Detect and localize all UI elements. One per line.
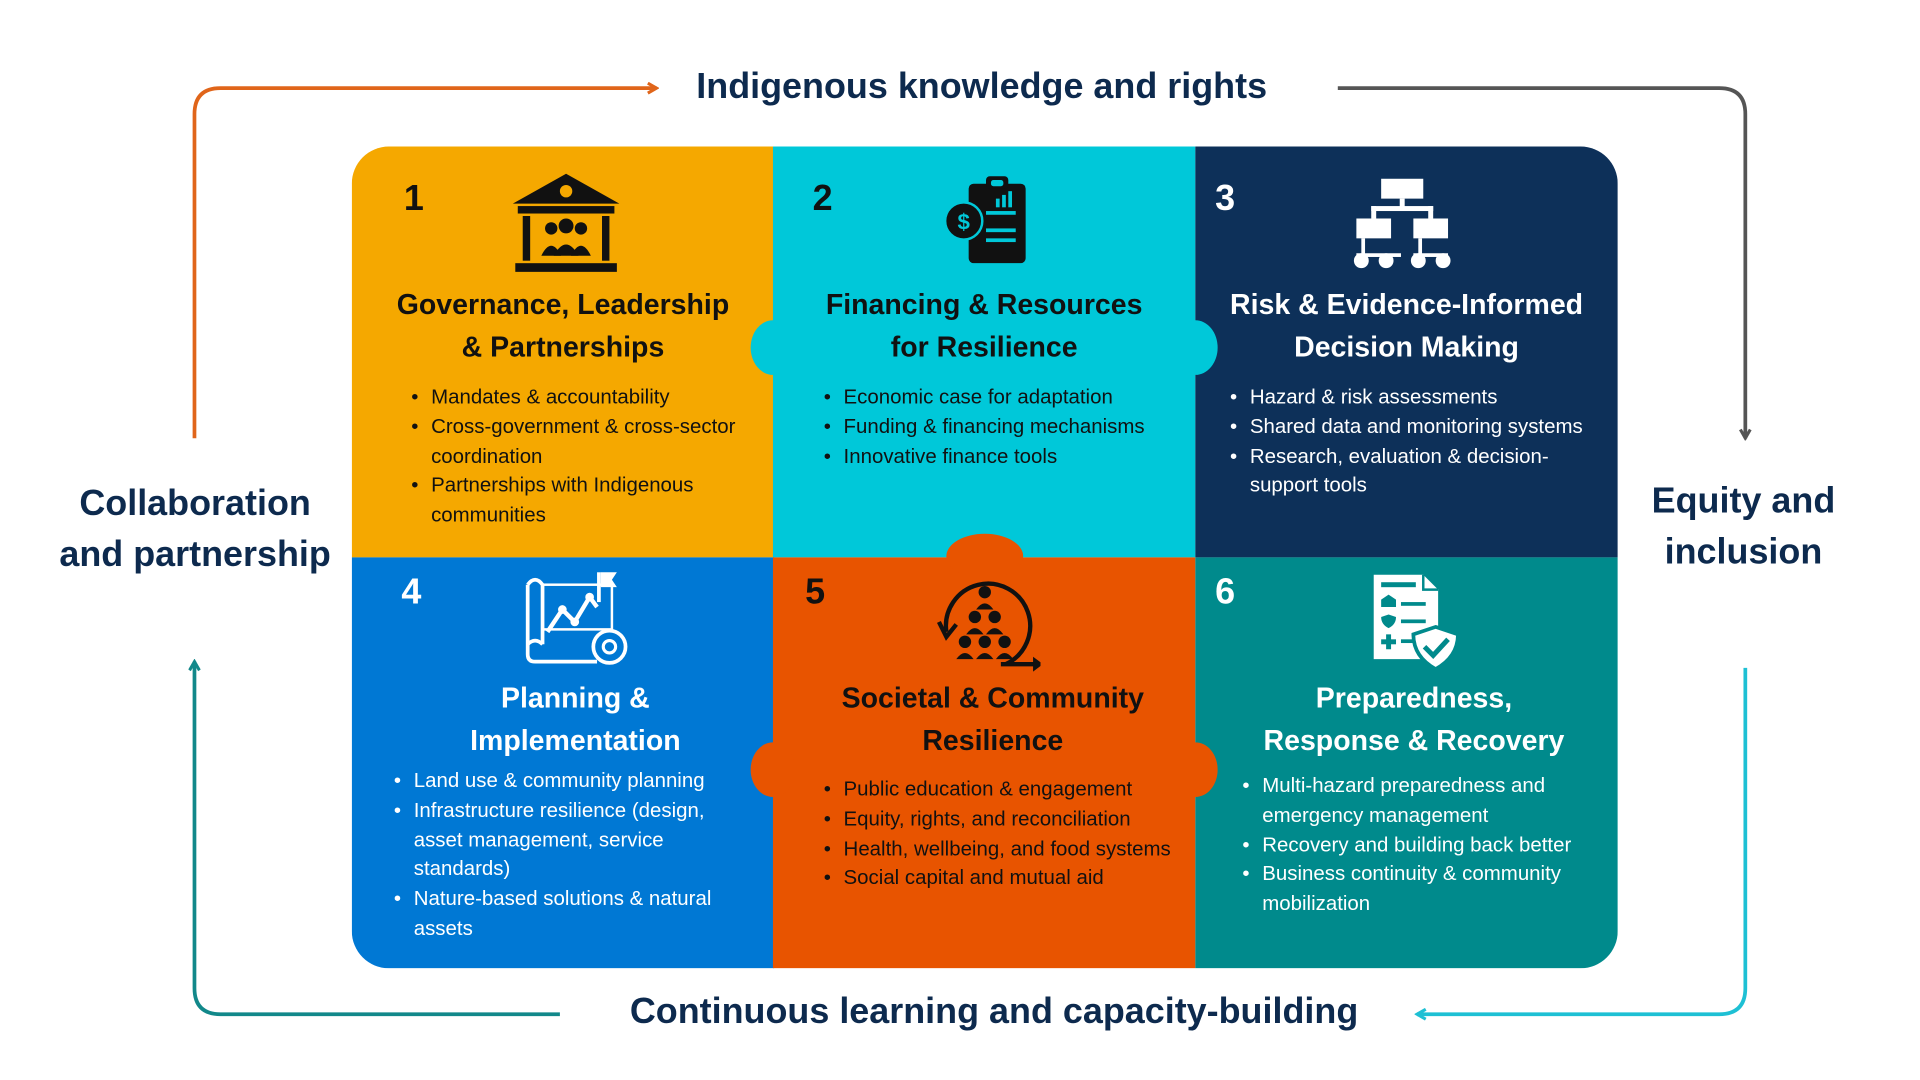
tile-title: Planning & Implementation <box>364 677 786 761</box>
edge-label-right: Equity and inclusion <box>1651 481 1836 573</box>
bullet-item: Partnerships with Indigenous communities <box>409 472 743 531</box>
tile-title-line: Governance, Leadership <box>396 288 730 321</box>
puzzle-grid: 1 Governance, Leadership & Partnerships <box>351 146 1618 969</box>
tile-title-line: Financing & Resources <box>825 288 1143 321</box>
tile-title: Governance, Leadership & Partnerships <box>352 283 774 367</box>
tile-title-line: Response & Recovery <box>1263 723 1565 757</box>
tile-number: 3 <box>1215 178 1236 219</box>
tile-title-line: Societal & Community <box>841 681 1144 714</box>
bullet-item: Innovative finance tools <box>821 443 1180 473</box>
edge-label-bottom: Continuous learning and capacity-buildin… <box>629 991 1359 1032</box>
tile-title: Risk & Evidence-Informed Decision Making <box>1195 283 1617 367</box>
tile-bullet-list: Multi-hazard preparedness and emergency … <box>1240 772 1599 920</box>
edge-label-top: Indigenous knowledge and rights <box>696 67 1268 107</box>
bullet-item: Public education & engagement <box>821 776 1180 806</box>
tile-title: Preparedness, Response & Recovery <box>1203 677 1618 761</box>
tile-title-line: for Resilience <box>890 330 1078 363</box>
tile-title-line: Resilience <box>922 723 1064 757</box>
bullet-item: Health, wellbeing, and food systems <box>821 835 1180 865</box>
tile-bullet-list: Economic case for adaptation Funding & f… <box>821 384 1180 473</box>
bottom-left-arrow <box>194 662 560 1017</box>
edge-label-left: Collaboration and partnership <box>59 484 331 575</box>
tile-bullet-list: Public education & engagement Equity, ri… <box>821 776 1180 894</box>
tile-number: 5 <box>805 572 826 613</box>
tile-societal: 5 Societal & Community <box>772 557 1196 969</box>
bullet-item: Hazard & risk assessments <box>1228 384 1593 414</box>
tile-governance: 1 Governance, Leadership & Partnerships <box>351 146 775 558</box>
tile-title-line: Preparedness, <box>1315 681 1513 714</box>
hierarchy-chart-icon <box>1353 178 1451 269</box>
bottom-right-arrow <box>1417 667 1748 1014</box>
tile-preparedness: 6 Preparedness, Response & Recovery <box>1195 557 1618 969</box>
tile-bullet-list: Hazard & risk assessments Shared data an… <box>1228 384 1593 502</box>
bullet-item: Shared data and monitoring systems <box>1228 413 1593 443</box>
tile-title: Societal & Community Resilience <box>782 677 1204 761</box>
bullet-item: Cross-government & cross-sector coordina… <box>409 413 743 472</box>
puzzle-tab <box>1173 742 1218 797</box>
tile-title: Financing & Resources for Resilience <box>773 283 1195 367</box>
bullet-item: Land use & community planning <box>391 767 750 797</box>
tile-title-line: Decision Making <box>1294 330 1519 363</box>
bullet-item: Social capital and mutual aid <box>821 864 1180 894</box>
tile-financing: 2 $ Financing & Resources for Resilience… <box>772 146 1196 558</box>
tile-planning: 4 Planning & Implementation Land <box>351 557 775 969</box>
tile-title-line: Implementation <box>470 723 681 757</box>
tile-risk: 3 Risk & Evidence-Informed D <box>1195 146 1618 558</box>
tile-number: 4 <box>401 572 422 613</box>
puzzle-tab <box>946 533 1024 579</box>
bullet-item: Recovery and building back better <box>1240 831 1599 861</box>
tile-bullet-list: Land use & community planning Infrastruc… <box>391 767 750 944</box>
bullet-item: Mandates & accountability <box>409 384 743 414</box>
tile-number: 2 <box>812 178 833 219</box>
tile-number: 1 <box>403 178 424 219</box>
svg-text:$: $ <box>958 210 971 235</box>
top-left-arrow <box>192 88 656 439</box>
bullet-item: Multi-hazard preparedness and emergency … <box>1240 772 1599 831</box>
tile-title-line: Risk & Evidence-Informed <box>1230 288 1584 321</box>
community-cycle-icon <box>936 581 1041 672</box>
government-building-icon <box>512 173 620 272</box>
tile-title-line: & Partnerships <box>461 330 665 363</box>
checklist-shield-icon <box>1373 574 1460 672</box>
tile-title-line: Planning & <box>500 681 650 714</box>
puzzle-tab <box>750 320 796 375</box>
bullet-item: Research, evaluation & decision-support … <box>1228 443 1593 502</box>
tile-bullet-list: Mandates & accountability Cross-governme… <box>409 384 743 532</box>
puzzle-tab <box>1173 320 1218 375</box>
bullet-item: Economic case for adaptation <box>821 384 1180 414</box>
strategy-plan-icon <box>525 572 628 665</box>
top-right-arrow <box>1337 86 1746 438</box>
tile-number: 6 <box>1215 572 1236 613</box>
bullet-item: Nature-based solutions & natural assets <box>391 885 750 944</box>
bullet-item: Equity, rights, and reconciliation <box>821 805 1180 835</box>
financial-report-icon: $ <box>943 176 1026 264</box>
puzzle-tab <box>750 742 796 797</box>
bullet-item: Business continuity & community mobiliza… <box>1240 861 1599 920</box>
bullet-item: Funding & financing mechanisms <box>821 413 1180 443</box>
bullet-item: Infrastructure resilience (design, asset… <box>391 797 750 886</box>
